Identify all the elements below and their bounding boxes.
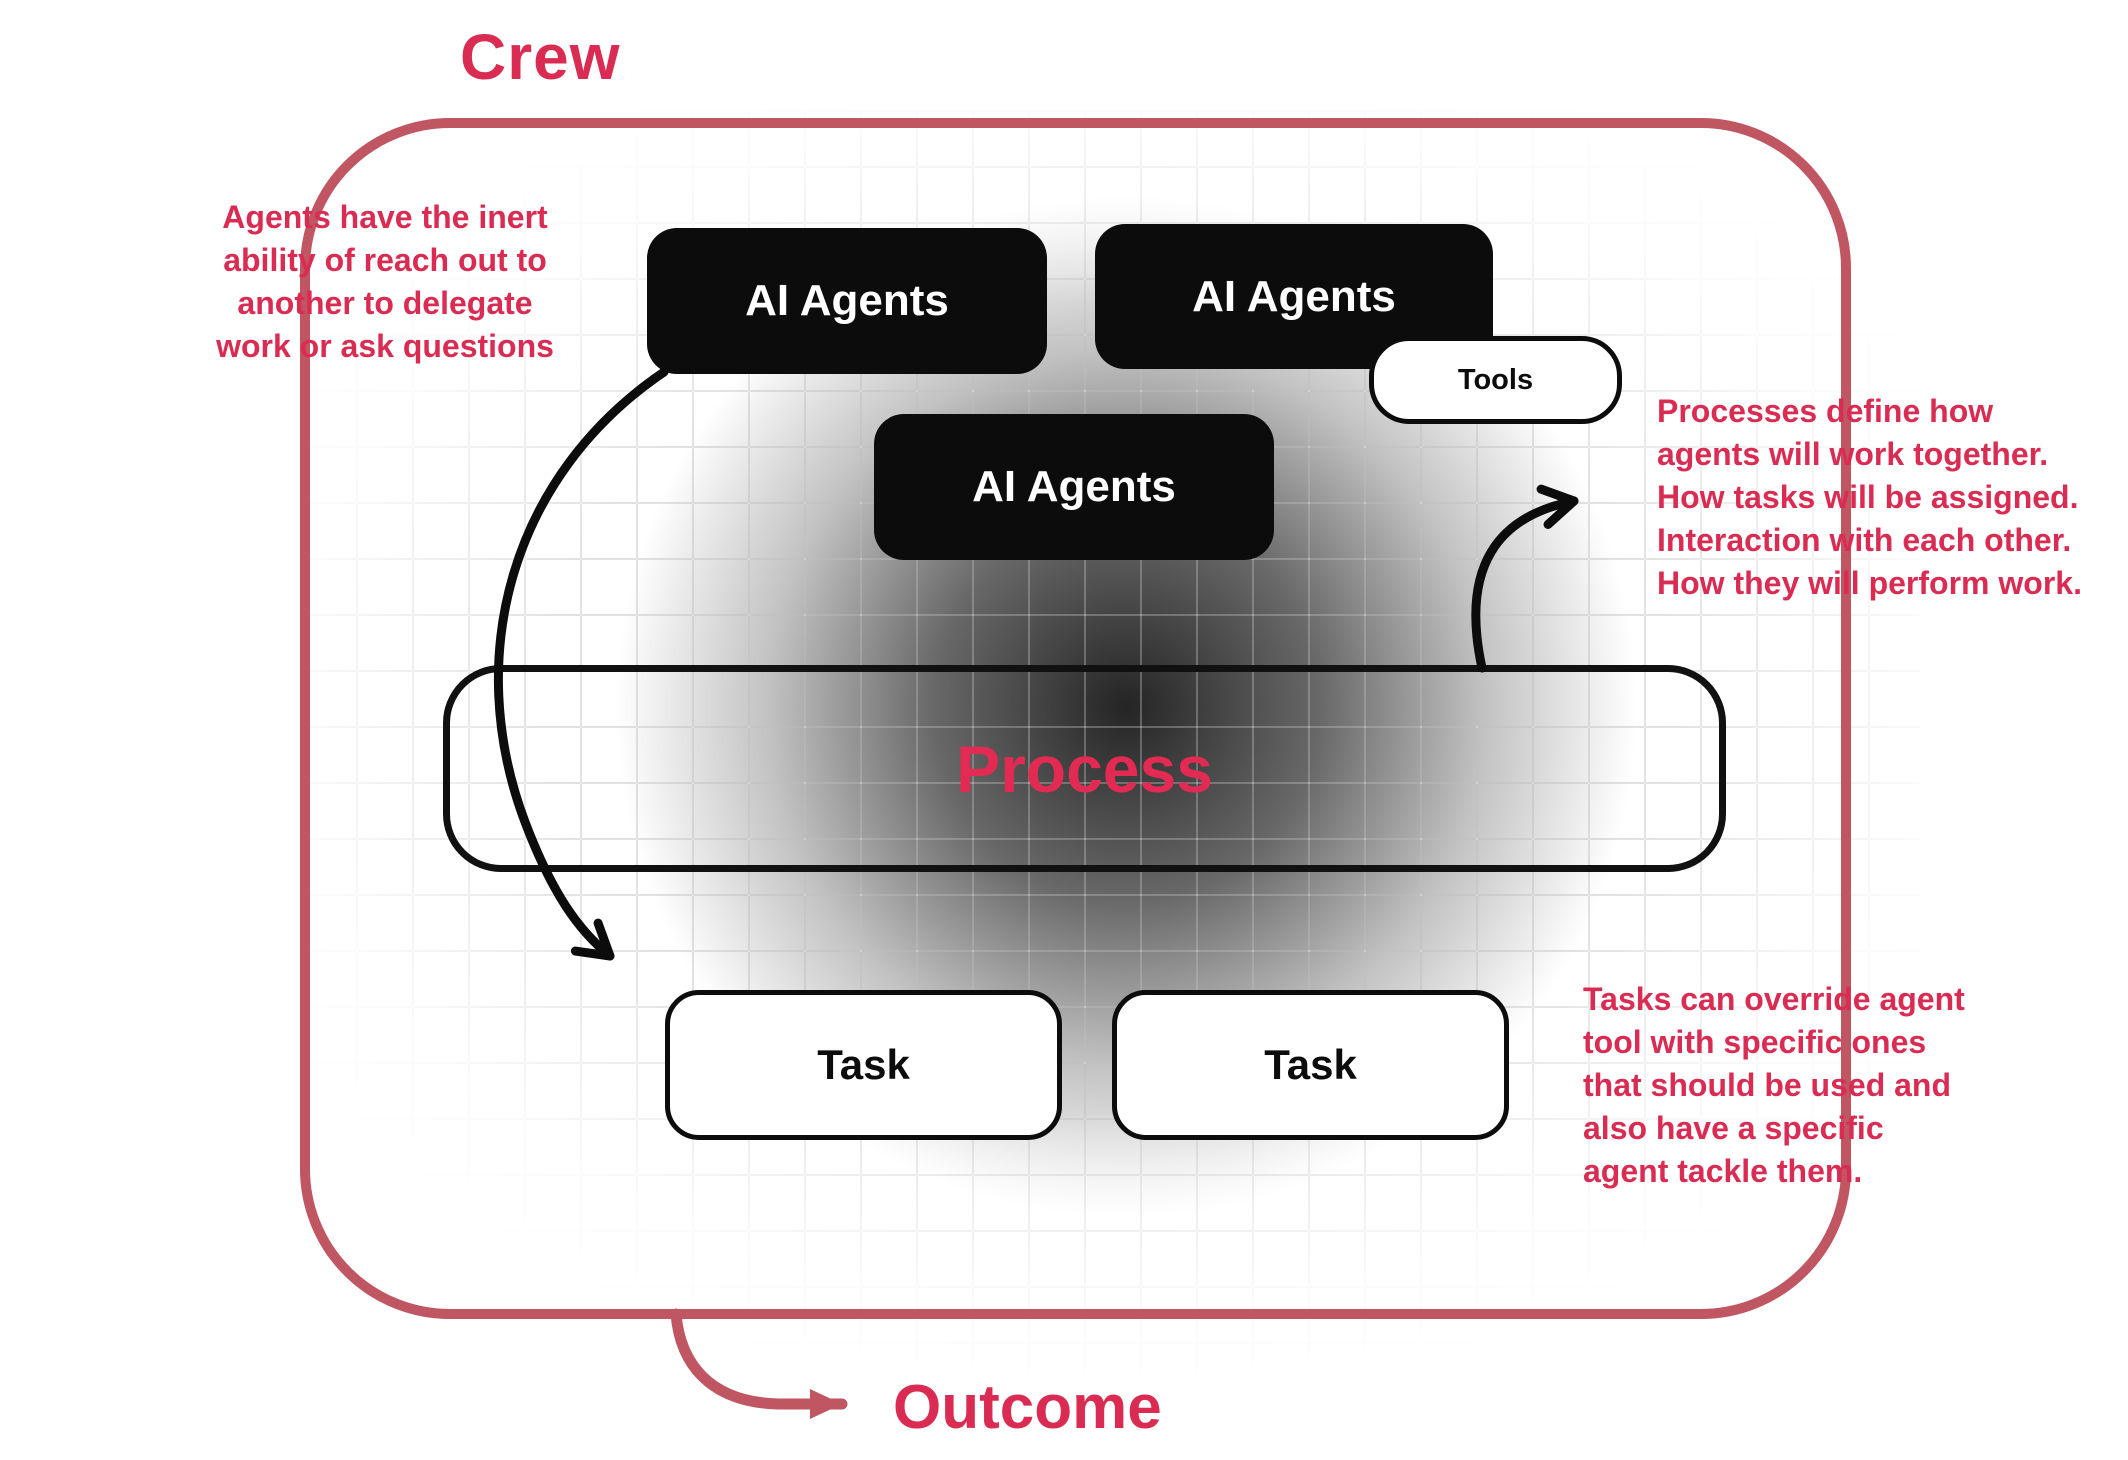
annotation-delegation: Agents have the inert ability of reach o… — [216, 199, 554, 364]
crew-boundary — [300, 118, 1851, 1319]
process-node: Process — [443, 665, 1726, 872]
outcome-label: Outcome — [893, 1373, 1162, 1442]
task-node-2: Task — [1112, 990, 1509, 1140]
ai-agents-node-1: AI Agents — [647, 228, 1047, 374]
annotation-process: Processes define how agents will work to… — [1657, 393, 2082, 601]
process-label: Process — [956, 731, 1213, 806]
ai-agents-node-3: AI Agents — [874, 414, 1274, 560]
crew-title: Crew — [460, 21, 621, 93]
tools-node: Tools — [1369, 336, 1622, 424]
task-node-1: Task — [665, 990, 1062, 1140]
annotation-tasks: Tasks can override agent tool with speci… — [1583, 981, 1965, 1189]
